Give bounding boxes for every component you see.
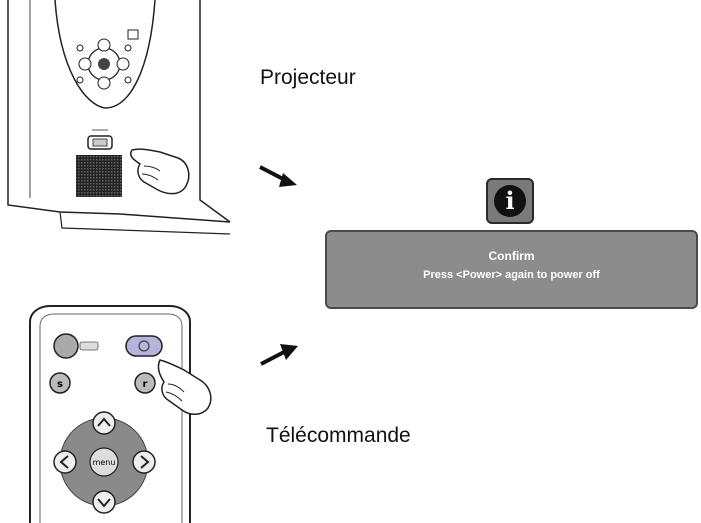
hand-pointer-icon: [129, 148, 190, 195]
projector-label: Projecteur: [260, 66, 356, 89]
dpad-up-icon[interactable]: [92, 411, 116, 435]
remote-label: Télécommande: [266, 424, 411, 447]
arrow-up-right-icon: [260, 344, 298, 366]
projector-keypad: [76, 29, 139, 90]
projector-illustration: [7, 0, 231, 235]
remote-side-button[interactable]: [53, 333, 99, 359]
hand-pointer-icon: [157, 359, 212, 415]
remote-s-button[interactable]: s: [49, 372, 71, 394]
dialog-message: Press <Power> again to power off: [423, 269, 600, 281]
remote-illustration: s r menu: [29, 305, 212, 523]
info-glyph: i: [494, 185, 526, 217]
dpad-right-icon[interactable]: [132, 450, 156, 474]
confirm-dialog: Confirm Press <Power> again to power off: [325, 230, 698, 309]
arrow-down-right-icon: [259, 165, 297, 187]
remote-r-button[interactable]: r: [134, 372, 156, 394]
s-label: s: [57, 379, 63, 390]
dpad-left-icon[interactable]: [53, 450, 77, 474]
projector-power-button[interactable]: [87, 129, 113, 150]
remote-power-button[interactable]: [125, 335, 163, 357]
menu-label: menu: [93, 458, 116, 467]
dialog-title: Confirm: [488, 249, 535, 263]
info-icon: i: [486, 178, 534, 224]
dpad-down-icon[interactable]: [92, 490, 116, 514]
r-label: r: [143, 379, 148, 390]
speaker-grille: [76, 155, 122, 197]
